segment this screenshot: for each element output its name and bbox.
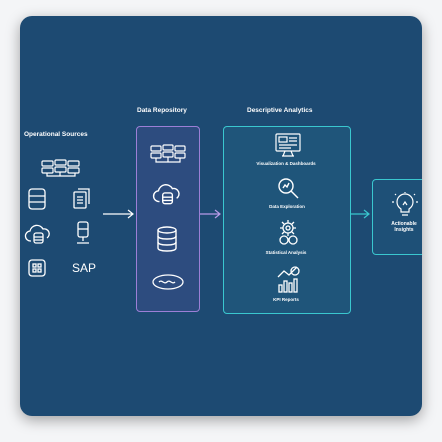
sap-label: SAP xyxy=(72,261,97,275)
analytics-item-label: Data Exploration xyxy=(269,204,305,209)
arrow-to-insights xyxy=(350,209,372,219)
kpi-chart-icon xyxy=(275,265,301,293)
server-cluster-icon xyxy=(40,159,82,179)
actionable-insights-panel xyxy=(372,179,422,255)
database-icon xyxy=(28,188,46,210)
data-lake-icon xyxy=(151,272,185,292)
arrow-to-repository xyxy=(102,209,136,219)
server-tower-icon xyxy=(75,221,91,247)
analytics-item-label: Visualization & Dashboards xyxy=(256,161,316,166)
arrow-to-analytics xyxy=(199,209,223,219)
dashboard-icon xyxy=(275,133,301,157)
insights-label: Actionable Insights xyxy=(391,221,417,233)
server-cluster-icon xyxy=(149,144,187,166)
magnifier-icon xyxy=(276,176,300,200)
database-icon xyxy=(156,226,178,252)
data-repository-heading: Data Repository xyxy=(137,107,187,114)
lightbulb-icon xyxy=(392,192,418,218)
analytics-item-label: Statistical Analysis xyxy=(265,250,307,255)
operational-sources-heading: Operational Sources xyxy=(24,131,88,138)
app-grid-icon xyxy=(28,259,46,277)
analytics-item-label: KPI Reports xyxy=(273,297,299,302)
insights-label-line2: Insights xyxy=(394,227,414,233)
cloud-database-icon xyxy=(152,182,182,206)
documents-icon xyxy=(72,188,92,210)
pipeline-diagram: Operational Sources Data Repository Desc… xyxy=(20,16,422,416)
gears-icon xyxy=(275,219,301,247)
insights-label-line1: Actionable xyxy=(391,221,417,227)
cloud-database-icon xyxy=(24,223,52,245)
descriptive-analytics-heading: Descriptive Analytics xyxy=(247,107,313,114)
